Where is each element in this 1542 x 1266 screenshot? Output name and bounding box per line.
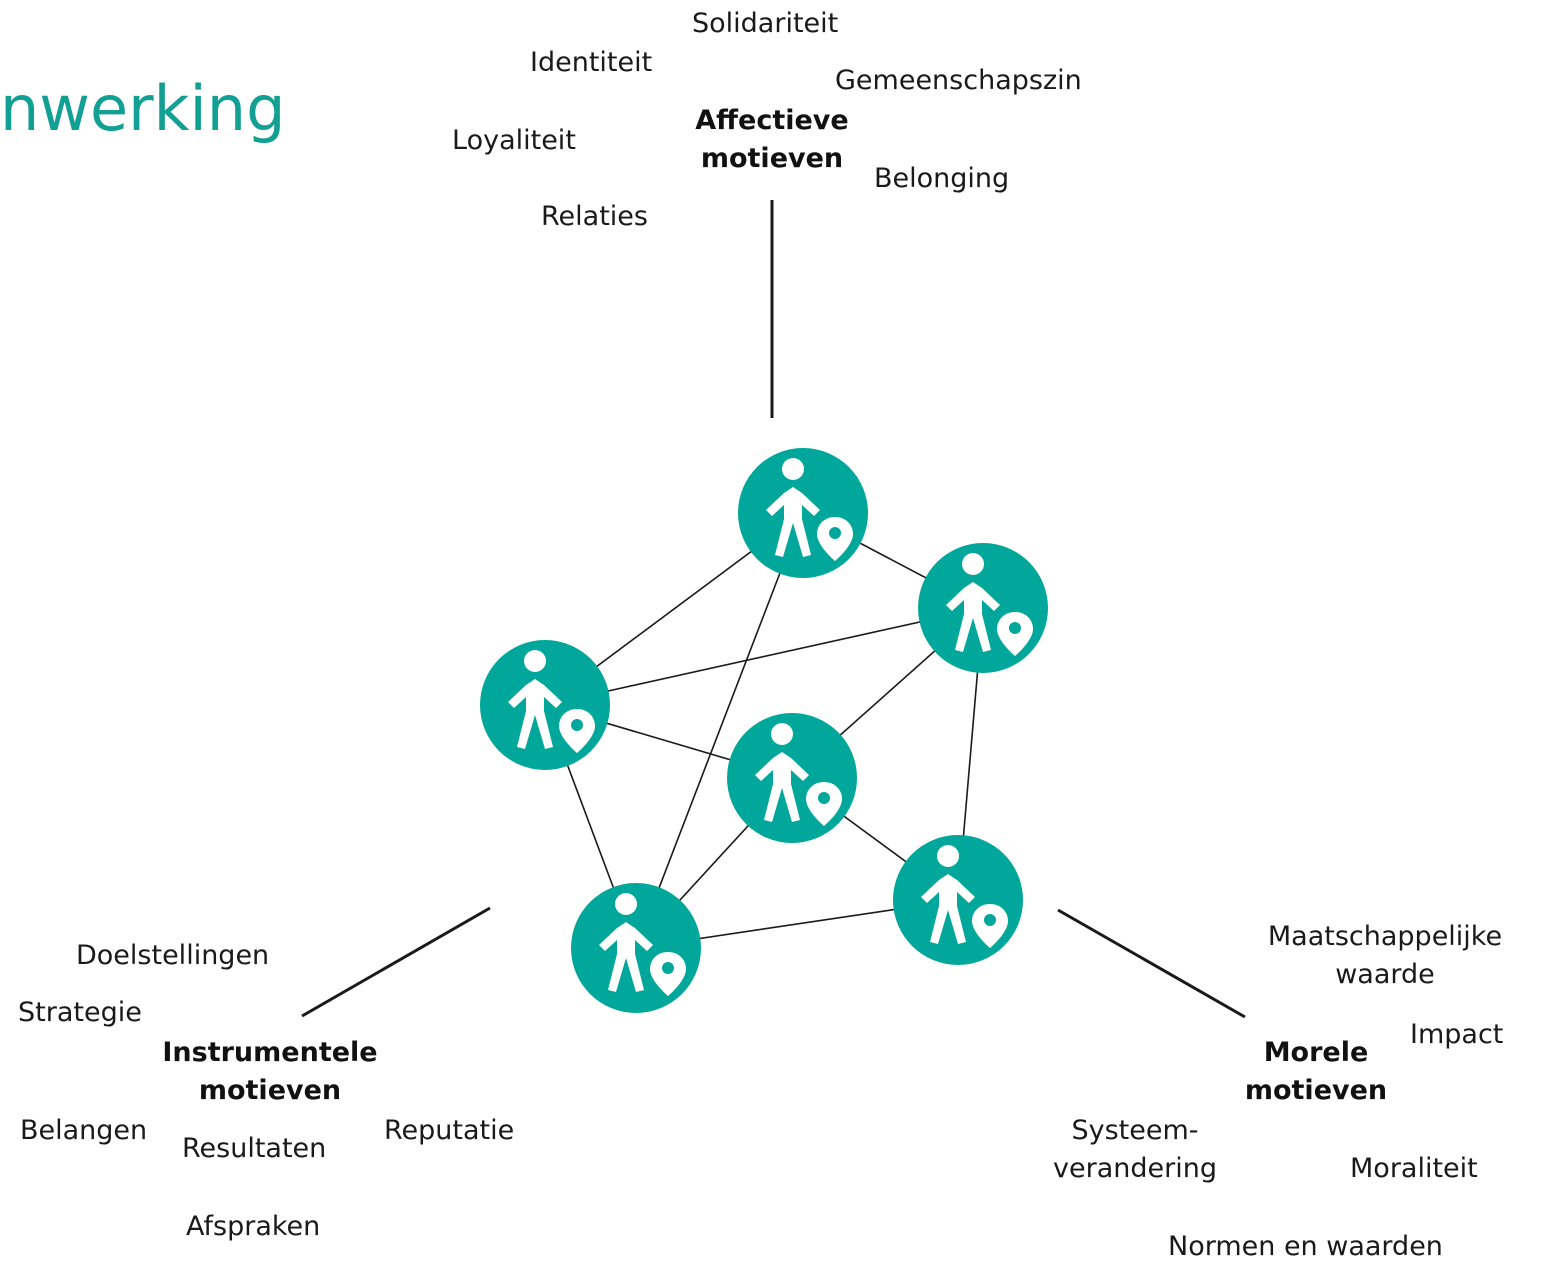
term-resultaten: Resultaten: [182, 1133, 327, 1164]
term-loyaliteit: Loyaliteit: [452, 125, 576, 156]
network-node-left: [480, 640, 610, 770]
term-doelstellingen: Doelstellingen: [76, 940, 270, 971]
heading-line-2: motieven: [1244, 1075, 1388, 1106]
heading-instrumentele-motieven: Instrumentele motieven: [150, 1034, 390, 1110]
term-reputatie: Reputatie: [384, 1115, 515, 1146]
page-title: nwerking: [0, 72, 286, 145]
term-moraliteit: Moraliteit: [1350, 1153, 1478, 1184]
term-gemeenschapszin: Gemeenschapszin: [835, 65, 1082, 96]
heading-affectieve-motieven: Affectieve motieven: [672, 102, 872, 178]
term-belangen: Belangen: [20, 1115, 148, 1146]
term-impact: Impact: [1410, 1019, 1504, 1050]
axis-line-instrumenteel: [301, 906, 491, 1018]
heading-line-2: motieven: [700, 143, 844, 174]
heading-line-2: motieven: [198, 1075, 342, 1106]
term-belonging: Belonging: [874, 163, 1010, 194]
term-relaties: Relaties: [541, 201, 648, 232]
heading-morele-motieven: Morele motieven: [1226, 1034, 1406, 1110]
edge: [635, 512, 804, 949]
network-node-center: [727, 713, 857, 843]
network-node-bottom-right: [893, 835, 1023, 965]
axis-line-moreel: [1057, 908, 1246, 1019]
term-waarde: waarde: [1335, 959, 1435, 990]
edge: [544, 607, 984, 706]
term-normen-en-waarden: Normen en waarden: [1168, 1231, 1443, 1262]
term-verandering: verandering: [1053, 1153, 1217, 1184]
term-systeem: Systeem-: [1071, 1115, 1199, 1146]
term-strategie: Strategie: [18, 997, 142, 1028]
term-afspraken: Afspraken: [186, 1211, 321, 1242]
term-solidariteit: Solidariteit: [692, 8, 839, 39]
term-identiteit: Identiteit: [530, 47, 653, 78]
heading-line-1: Instrumentele: [162, 1037, 378, 1068]
network-node-top: [738, 448, 868, 578]
network-node-right: [918, 543, 1048, 673]
heading-line-1: Morele: [1263, 1037, 1369, 1068]
network-node-bottom-left: [571, 883, 701, 1013]
heading-line-1: Affectieve: [695, 105, 849, 136]
term-maatschappelijke: Maatschappelijke: [1267, 921, 1503, 952]
